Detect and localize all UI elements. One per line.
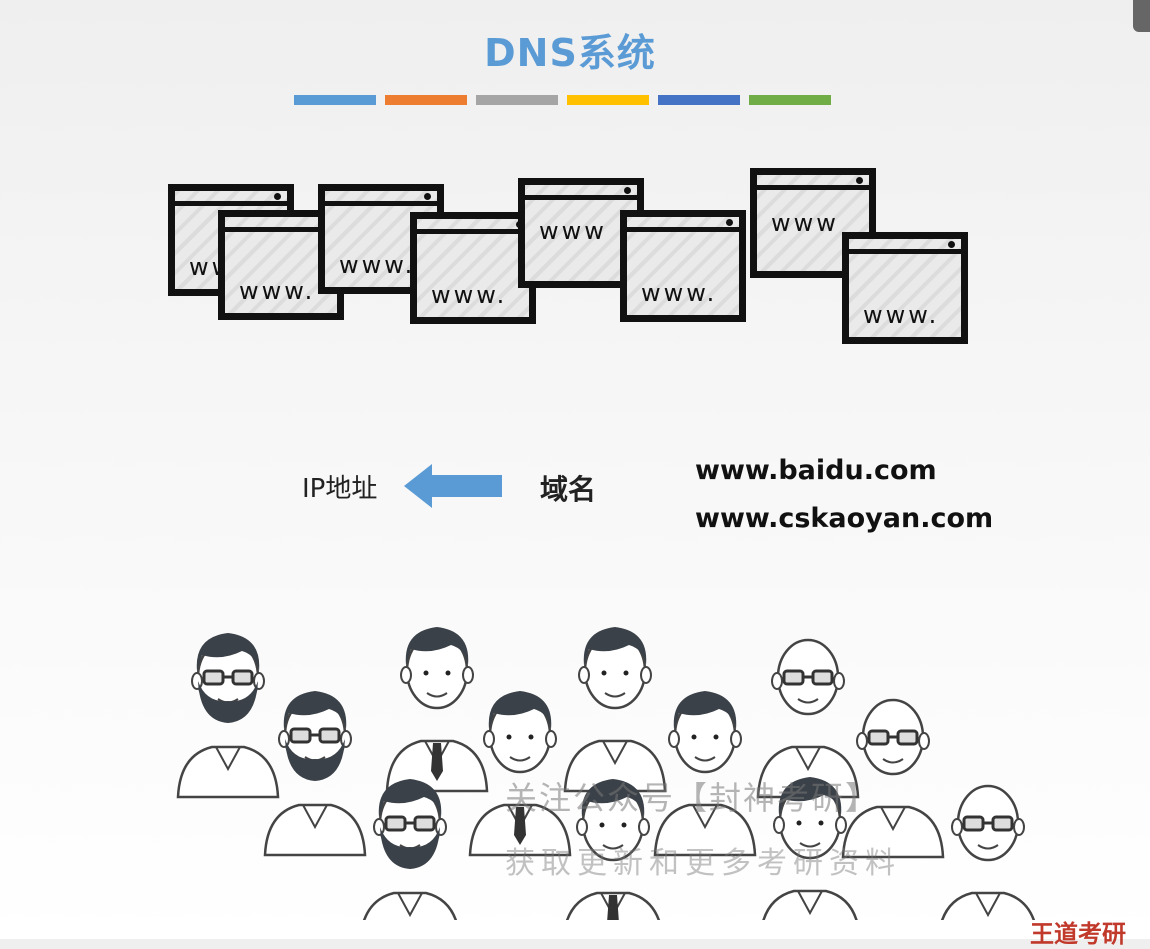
browser-window-icon: www. xyxy=(620,210,746,322)
title-color-stripes xyxy=(294,95,831,105)
stripe-blue xyxy=(294,95,376,105)
stripe-green xyxy=(749,95,831,105)
ip-address-label: IP地址 xyxy=(302,474,378,504)
domain-name-label: 域名 xyxy=(540,473,597,506)
stripe-yellow xyxy=(567,95,649,105)
left-arrow-icon xyxy=(404,464,502,508)
url-example: www.baidu.com xyxy=(695,455,937,486)
stripe-dark-blue xyxy=(658,95,740,105)
watermark-line: 获取更新和更多考研资料 xyxy=(505,846,901,881)
url-example: www.cskaoyan.com xyxy=(695,503,994,534)
stripe-gray xyxy=(476,95,558,105)
corner-brand-text: 王道考研 xyxy=(1030,920,1126,948)
stripe-orange xyxy=(385,95,467,105)
browser-window-icon: www. xyxy=(842,232,968,344)
watermark-line: 关注公众号【封神考研】 xyxy=(505,779,880,817)
corner-edge-decoration xyxy=(1133,0,1150,32)
slide-title: DNS系统 xyxy=(484,31,656,75)
